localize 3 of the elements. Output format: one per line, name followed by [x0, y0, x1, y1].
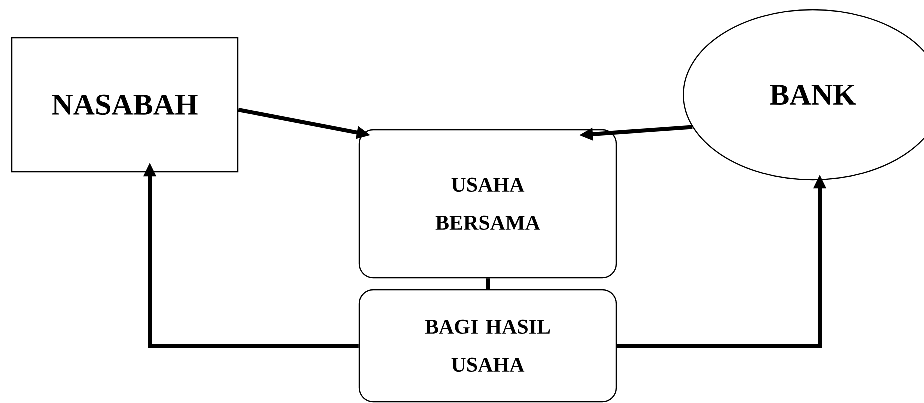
process-box: NASABAH [11, 37, 239, 173]
rounded-box: BAGI HASIL USAHA [358, 289, 618, 403]
rounded-box: USAHA BERSAMA [358, 129, 618, 279]
